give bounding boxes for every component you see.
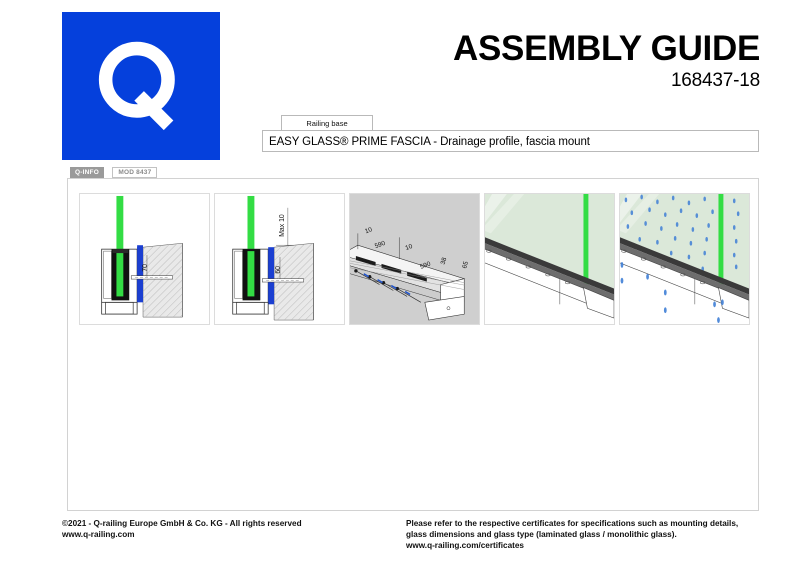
category-tab[interactable]: Railing base	[281, 115, 373, 131]
dimension-label-10a: 10	[364, 226, 373, 235]
footer-website-link[interactable]: www.q-railing.com	[62, 530, 135, 539]
drawing-panel-cross-section-60[interactable]: Max 10 60	[214, 193, 345, 325]
logo-q-icon	[98, 41, 175, 131]
footer-note-line2: glass dimensions and glass type (laminat…	[406, 530, 677, 539]
drawing-panel-drainage-rain[interactable]	[619, 193, 750, 325]
page-title: ASSEMBLY GUIDE	[453, 29, 760, 68]
dimension-label-60: 60	[275, 266, 282, 274]
dimension-label-590b: 590	[419, 260, 432, 270]
drawing-panel-perspective-fixings[interactable]: 10 590 10 590 38 65	[349, 193, 480, 325]
q-railing-logo	[62, 12, 220, 160]
dimension-label-70: 70	[142, 264, 149, 272]
badge-q-info[interactable]: Q-INFO	[70, 167, 104, 178]
drainage-water	[620, 261, 724, 324]
badge-row: Q-INFO MOD 8437	[70, 167, 158, 179]
dimension-label-38: 38	[440, 256, 449, 265]
footer-note-line1: Please refer to the respective certifica…	[406, 519, 739, 528]
document-number: 168437-18	[670, 70, 760, 91]
footer-certificates-link[interactable]: www.q-railing.com/certificates	[406, 541, 524, 550]
dimension-label-590a: 590	[374, 240, 387, 250]
rain-droplets	[624, 194, 740, 272]
dimension-label-10b: 10	[404, 243, 413, 252]
title-block: ASSEMBLY GUIDE 168437-18	[453, 30, 760, 93]
dimension-label-max-10: Max 10	[279, 214, 286, 237]
badge-module[interactable]: MOD 8437	[112, 167, 158, 178]
footer-copyright-line: ©2021 - Q-railing Europe GmbH & Co. KG -…	[62, 519, 302, 528]
drawing-panel-cross-section-70[interactable]: 70	[79, 193, 210, 325]
footer-copyright: ©2021 - Q-railing Europe GmbH & Co. KG -…	[62, 518, 302, 540]
drawing-panel-installed-glass[interactable]	[484, 193, 615, 325]
dimension-label-65: 65	[461, 260, 470, 269]
footer-certificates-note: Please refer to the respective certifica…	[406, 518, 776, 551]
drawing-panel-row: 70	[79, 193, 750, 325]
product-title: EASY GLASS® PRIME FASCIA - Drainage prof…	[262, 130, 759, 152]
content-frame: 70	[67, 178, 759, 511]
